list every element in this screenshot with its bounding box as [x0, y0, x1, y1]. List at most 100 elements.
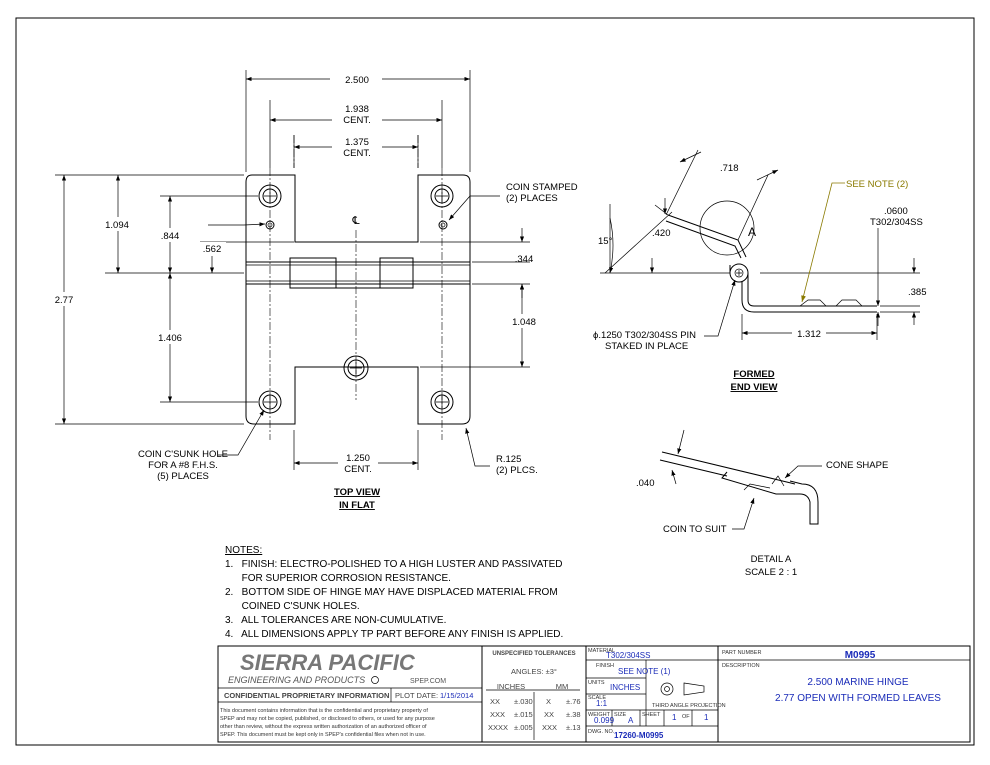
material-value: T302/304SS — [606, 651, 650, 660]
scale-label: SCALE — [588, 695, 606, 701]
tol-key: XXXX — [488, 723, 508, 732]
size-label: SIZE — [614, 712, 627, 718]
callout-csk-2: FOR A #8 F.H.S. — [148, 460, 218, 471]
company-name: SIERRA PACIFIC — [240, 650, 416, 675]
finish-label: FINISH — [596, 663, 614, 669]
coin-stamp-right — [438, 220, 448, 230]
detail-thickness: .040 — [636, 478, 655, 489]
dim-718: .718 — [720, 163, 739, 174]
projection-cone-icon — [683, 682, 705, 696]
callout-csk-3: (5) PLACES — [157, 471, 209, 482]
sheet-border — [15, 17, 975, 746]
description-line-1: 2.500 MARINE HINGE — [807, 677, 908, 688]
plot-date: 1/15/2014 — [440, 691, 473, 700]
detail-title-2: SCALE 2 : 1 — [745, 567, 797, 578]
of-value: 1 — [704, 713, 709, 722]
tolerance-title: UNSPECIFIED TOLERANCES — [492, 651, 575, 657]
tol-value-mm: ±.13 — [566, 723, 581, 732]
tol-value: ±.005 — [514, 723, 533, 732]
dim-material: T302/304SS — [870, 217, 923, 228]
dim-slot-width: 1.375 — [345, 137, 369, 148]
note-line: 4. ALL DIMENSIONS APPLY TP PART BEFORE A… — [225, 629, 563, 640]
detail-letter: A — [748, 225, 756, 239]
dim-1312: 1.312 — [797, 329, 821, 340]
callout-radius-2: (2) PLCS. — [496, 465, 538, 476]
top-view: 2.500 1.938 CENT. 1.375 CENT. ℄ 1.094 .8… — [50, 70, 578, 511]
end-view: A .718 15° .420 .0600 T302/304SS .385 1.… — [593, 149, 927, 393]
weight-label: WEIGHT — [588, 712, 611, 718]
disclaimer-line: SPEP and may not be copied, published, o… — [220, 716, 435, 722]
detail-coin: COIN TO SUIT — [663, 524, 727, 535]
dim-top-height: 1.094 — [105, 220, 129, 231]
notes-block: NOTES: 1. FINISH: ELECTRO-POLISHED TO A … — [225, 545, 563, 640]
tolerance-angles: ANGLES: ±3° — [511, 667, 557, 676]
disclaimer-line: other than review, without the express w… — [220, 724, 427, 730]
dim-slot-depth: .562 — [203, 244, 222, 255]
pin-note-2: STAKED IN PLACE — [605, 341, 688, 352]
scale-value: 1:1 — [596, 699, 608, 708]
plot-date-label: PLOT DATE: — [395, 691, 438, 700]
company-sub: ENGINEERING AND PRODUCTS — [228, 675, 365, 685]
dim-bottom-span: 1.250 — [346, 453, 370, 464]
projection-label: THIRD ANGLE PROJECTION — [652, 703, 726, 709]
tol-key-mm: X — [546, 697, 551, 706]
hinge-outline — [245, 174, 471, 425]
dwg-value: 17260-M0995 — [614, 731, 664, 740]
notes-heading: NOTES: — [225, 545, 262, 556]
tol-value-mm: ±.38 — [566, 710, 581, 719]
of-label: OF — [682, 714, 690, 720]
dim-bottom-span-note: CENT. — [344, 464, 371, 475]
tol-key: XX — [490, 697, 500, 706]
tol-key-mm: XX — [544, 710, 554, 719]
note-line: 1. FINISH: ELECTRO-POLISHED TO A HIGH LU… — [225, 559, 563, 570]
end-view-title-2: END VIEW — [731, 382, 778, 393]
top-view-title-1: TOP VIEW — [334, 487, 380, 498]
tol-value: ±.030 — [514, 697, 533, 706]
dwg-label: DWG. NO. — [588, 729, 615, 735]
tol-key: XXX — [490, 710, 505, 719]
dim-hole-offset: .844 — [161, 231, 180, 242]
detail-cone: CONE SHAPE — [826, 460, 888, 471]
end-view-title-1: FORMED — [733, 369, 774, 380]
disclaimer-line: SPEP. This document must be kept only in… — [220, 732, 426, 738]
tol-value-mm: ±.76 — [566, 697, 581, 706]
registered-icon — [371, 676, 379, 684]
dim-overall-width: 2.500 — [345, 75, 369, 86]
detail-a: .040 CONE SHAPE COIN TO SUIT DETAIL A SC… — [636, 429, 888, 578]
dim-knuckle: .344 — [515, 254, 534, 265]
finish-value: SEE NOTE (1) — [618, 667, 671, 676]
see-note-2: SEE NOTE (2) — [846, 179, 908, 190]
dim-hole-span: 1.938 — [345, 104, 369, 115]
part-value: M0995 — [845, 650, 876, 661]
note-line: COINED C'SUNK HOLES. — [225, 601, 360, 612]
pin-note-1: ϕ.1250 T302/304SS PIN — [593, 330, 696, 341]
mm-header: MM — [556, 682, 569, 691]
description-line-2: 2.77 OPEN WITH FORMED LEAVES — [775, 693, 941, 704]
dim-420: .420 — [652, 228, 671, 239]
dim-thickness: .0600 — [884, 206, 908, 217]
weight-value: 0.099 — [594, 716, 615, 725]
top-view-title-2: IN FLAT — [339, 500, 375, 511]
size-value: A — [628, 716, 634, 725]
description-label: DESCRIPTION — [722, 663, 760, 669]
sheet-label: SHEET — [642, 712, 661, 718]
projection-circle-icon — [660, 682, 674, 696]
callout-csk-1: COIN C'SUNK HOLE — [138, 449, 228, 460]
disclaimer-line: This document contains information that … — [220, 708, 428, 714]
dim-angle: 15° — [598, 236, 613, 247]
material-label: MATERIAL — [588, 648, 615, 654]
note-line: 2. BOTTOM SIDE OF HINGE MAY HAVE DISPLAC… — [225, 587, 558, 598]
tol-value: ±.015 — [514, 710, 533, 719]
dim-slot-width-note: CENT. — [343, 148, 370, 159]
dim-hole-span-note: CENT. — [343, 115, 370, 126]
inches-header: INCHES — [497, 682, 525, 691]
callout-coin-stamped-2: (2) PLACES — [506, 193, 558, 204]
company-website: SPEP.COM — [410, 678, 446, 685]
units-value: INCHES — [610, 683, 640, 692]
confidential-label: CONFIDENTIAL PROPRIETARY INFORMATION — [224, 691, 389, 700]
detail-title-1: DETAIL A — [751, 554, 792, 565]
dim-385: .385 — [908, 287, 927, 298]
title-block: SIERRA PACIFIC ENGINEERING AND PRODUCTS … — [217, 645, 971, 743]
units-label: UNITS — [588, 680, 605, 686]
